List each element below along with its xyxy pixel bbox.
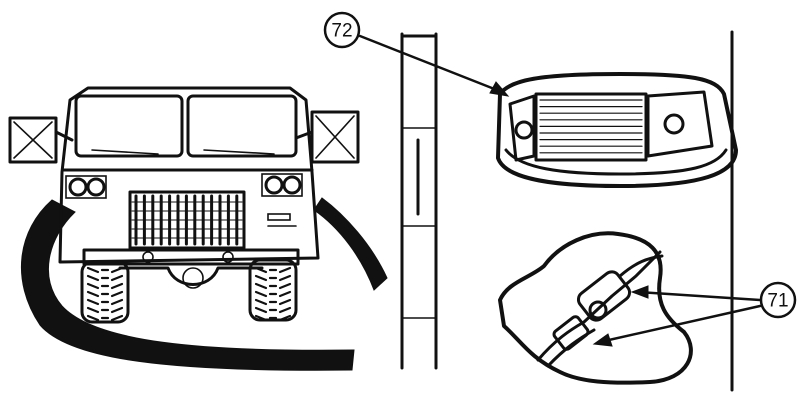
callout-71: 71: [594, 283, 795, 346]
windshield-left: [76, 96, 182, 156]
axle: [120, 268, 262, 285]
tire-left: [82, 262, 128, 322]
wiper-right: [204, 150, 274, 154]
callout-72-label: 72: [331, 21, 352, 42]
callout-72: 72: [325, 13, 508, 96]
wiper-left: [92, 150, 158, 154]
tire-right: [250, 260, 296, 320]
lamp-screw-right: [665, 115, 683, 133]
body-panel-edges: [402, 32, 732, 390]
windshield-right: [188, 96, 296, 156]
mirror-right: [296, 112, 358, 162]
hood-emblem: [268, 214, 296, 226]
grille: [130, 192, 244, 248]
lamp-connector-wires: [500, 233, 691, 382]
callout-71-label: 71: [767, 291, 788, 312]
truck-front-view: [10, 88, 387, 370]
ground-curve-right: [314, 198, 387, 290]
lamp-screw-left: [516, 122, 532, 138]
marker-lamp: [498, 74, 736, 186]
headlight-left: [66, 176, 106, 198]
headlight-right: [262, 174, 302, 196]
